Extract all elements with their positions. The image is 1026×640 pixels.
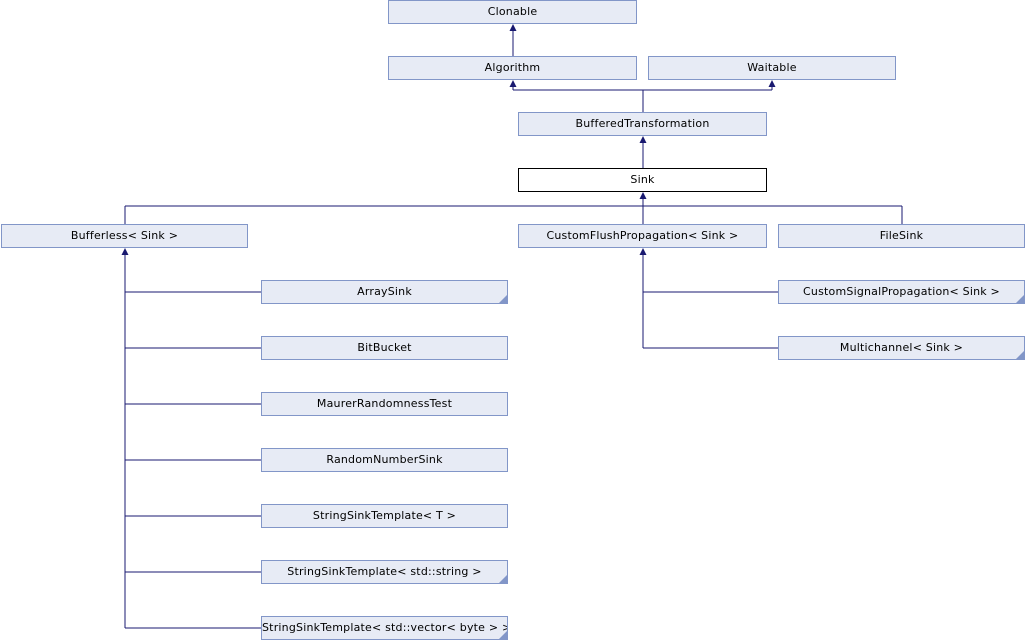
arrowhead-bufferedtransformation-to-algorithm bbox=[509, 80, 517, 87]
class-node-stringsinktemplate-string[interactable]: StringSinkTemplate< std::string > bbox=[261, 560, 508, 584]
class-node-maurerrandomnesstest[interactable]: MaurerRandomnessTest bbox=[261, 392, 508, 416]
class-node-bufferedtransformation[interactable]: BufferedTransformation bbox=[518, 112, 767, 136]
class-node-stringsinktemplate-t[interactable]: StringSinkTemplate< T > bbox=[261, 504, 508, 528]
class-node-filesink[interactable]: FileSink bbox=[778, 224, 1025, 248]
class-node-algorithm[interactable]: Algorithm bbox=[388, 56, 637, 80]
class-node-stringsinktemplate-vector[interactable]: StringSinkTemplate< std::vector< byte > … bbox=[261, 616, 508, 640]
class-node-bufferless-sink[interactable]: Bufferless< Sink > bbox=[1, 224, 248, 248]
class-node-sink[interactable]: Sink bbox=[518, 168, 767, 192]
class-node-multichannel-sink[interactable]: Multichannel< Sink > bbox=[778, 336, 1025, 360]
class-node-waitable[interactable]: Waitable bbox=[648, 56, 896, 80]
arrowhead-sink-to-bufferedtransformation bbox=[639, 136, 647, 143]
class-node-bitbucket[interactable]: BitBucket bbox=[261, 336, 508, 360]
class-node-randomnumbersink[interactable]: RandomNumberSink bbox=[261, 448, 508, 472]
arrowhead-bufferedtransformation-to-waitable bbox=[768, 80, 776, 87]
arrowhead-bufferless-sink-spine bbox=[121, 248, 129, 255]
arrowhead-algorithm-to-clonable bbox=[509, 24, 517, 31]
class-node-customsignalpropagation-sink[interactable]: CustomSignalPropagation< Sink > bbox=[778, 280, 1025, 304]
class-node-arraysink[interactable]: ArraySink bbox=[261, 280, 508, 304]
arrowhead-sink-children bbox=[639, 192, 647, 199]
arrowhead-customflushpropagation-sink-spine bbox=[639, 248, 647, 255]
class-node-clonable[interactable]: Clonable bbox=[388, 0, 637, 24]
class-node-customflushpropagation-sink[interactable]: CustomFlushPropagation< Sink > bbox=[518, 224, 767, 248]
